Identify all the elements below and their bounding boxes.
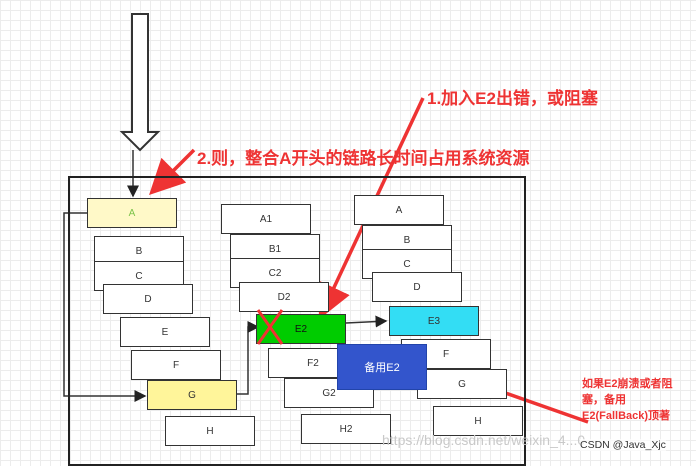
- node-a[interactable]: A: [87, 198, 177, 228]
- node-d-3[interactable]: D: [372, 272, 462, 302]
- node-f[interactable]: F: [131, 350, 221, 380]
- annotation-note-2: 2.则，整合A开头的链路长时间占用系统资源: [197, 149, 530, 168]
- node-d2[interactable]: D2: [239, 282, 329, 312]
- e2-to-e3-connector: [345, 315, 388, 328]
- node-g-3[interactable]: G: [417, 369, 507, 399]
- node-h[interactable]: H: [165, 416, 255, 446]
- hollow-down-arrow-icon: [119, 13, 161, 152]
- node-d[interactable]: D: [103, 284, 193, 314]
- node-a-3[interactable]: A: [354, 195, 444, 225]
- fallback-e2-node[interactable]: 备用E2: [337, 344, 427, 390]
- red-arrow-note2: [149, 148, 196, 195]
- error-cross-icon: [256, 309, 284, 345]
- node-e3[interactable]: E3: [389, 306, 479, 336]
- csdn-tag: CSDN @Java_Xjc: [580, 439, 666, 451]
- annotation-side-note: 如果E2崩溃或者阻塞，备用E2(FallBack)顶著: [582, 378, 673, 422]
- node-g[interactable]: G: [147, 380, 237, 410]
- node-a1[interactable]: A1: [221, 204, 311, 234]
- watermark: https://blog.csdn.net/weixin_4...0: [382, 432, 586, 448]
- node-h-3[interactable]: H: [433, 406, 523, 436]
- annotation-note-1: 1.加入E2出错，或阻塞: [427, 89, 598, 108]
- loop-connector: [63, 212, 147, 402]
- g-to-e2-connector: [236, 321, 260, 395]
- node-e[interactable]: E: [120, 317, 210, 347]
- node-h2[interactable]: H2: [301, 414, 391, 444]
